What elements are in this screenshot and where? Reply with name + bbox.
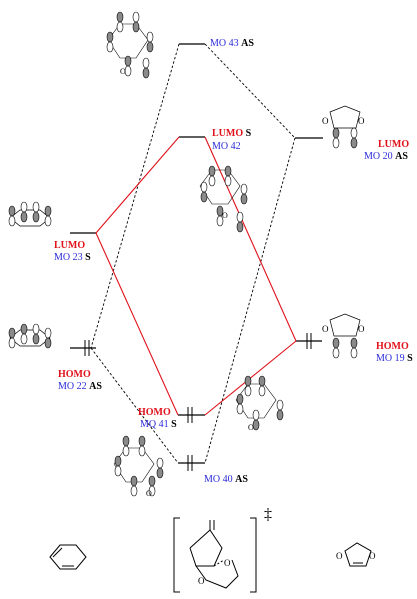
mo22-symmetry: AS xyxy=(89,381,102,392)
cyclohexadiene-homo-orbital-icon xyxy=(8,323,52,349)
svg-text:O: O xyxy=(336,551,343,561)
cyclohexadiene-lumo-orbital-icon xyxy=(8,201,52,227)
ts-mo43-orbital-icon: O xyxy=(106,11,154,79)
svg-text:O: O xyxy=(146,489,152,498)
mo22-number: MO 22 xyxy=(58,381,87,392)
dotted-correlations xyxy=(90,43,296,464)
label-mo43: MO 43 AS xyxy=(210,38,254,49)
mo40-symmetry: AS xyxy=(235,474,248,485)
mo43-number: MO 43 xyxy=(210,38,239,49)
transition-state-structure: O O xyxy=(173,517,257,593)
label-lumo23-tag: LUMO xyxy=(54,240,85,251)
svg-text:O: O xyxy=(369,551,376,561)
lumo42-tag: LUMO xyxy=(212,128,244,139)
homo41-tag: HOMO xyxy=(138,407,171,418)
svg-text:O: O xyxy=(358,116,365,126)
lumo20-tag: LUMO xyxy=(378,139,410,150)
red-correlations xyxy=(95,136,297,416)
electron-pairs xyxy=(84,333,312,471)
mo19-symmetry: S xyxy=(407,353,413,364)
transition-state-dagger: ‡ xyxy=(264,506,272,523)
label-homo22-tag: HOMO xyxy=(58,369,91,380)
dioxole-lumo-orbital-icon: O O xyxy=(322,105,365,149)
svg-text:O: O xyxy=(198,576,205,586)
label-mo41: MQ 41 S xyxy=(140,419,177,430)
svg-text:O: O xyxy=(120,67,126,76)
label-lumo42: LUMO S xyxy=(212,128,251,139)
label-mo23: MO 23 S xyxy=(54,252,91,263)
svg-text:O: O xyxy=(322,116,329,126)
label-homo19-tag: HOMO xyxy=(376,341,409,352)
svg-text:O: O xyxy=(248,423,254,432)
dioxole-structure: O O xyxy=(336,542,376,567)
ts-mo41-orbital-icon: O xyxy=(235,375,284,432)
mo19-number: MO 19 xyxy=(376,353,405,364)
label-mo42: MO 42 xyxy=(212,141,241,152)
homo22-tag: HOMO xyxy=(58,369,91,380)
energy-levels xyxy=(70,43,323,464)
label-homo41-tag: HOMO xyxy=(138,407,171,418)
ts-mo42-orbital-icon: O xyxy=(199,165,248,233)
mo42-number: MO 42 xyxy=(212,141,241,152)
label-mo19: MO 19 S xyxy=(376,353,413,364)
mo20-number: MO 20 xyxy=(364,151,393,162)
svg-text:O: O xyxy=(224,558,231,568)
mo23-symmetry: S xyxy=(85,252,91,263)
ts-mo40-orbital-icon: O xyxy=(113,435,164,498)
label-mo22: MO 22 AS xyxy=(58,381,102,392)
mo23-number: MO 23 xyxy=(54,252,83,263)
svg-text:O: O xyxy=(358,324,365,334)
mo41-symmetry: S xyxy=(171,419,177,430)
cyclohexadiene-structure xyxy=(49,544,87,570)
label-lumo20-tag: LUMO xyxy=(378,139,409,150)
dioxole-homo-orbital-icon: O O xyxy=(322,313,365,359)
lumo42-symmetry: S xyxy=(245,128,252,139)
mo43-symmetry: AS xyxy=(241,38,254,49)
mo41-number: MQ 41 xyxy=(140,419,169,430)
mo40-number: MO 40 xyxy=(204,474,233,485)
svg-text:O: O xyxy=(222,211,228,220)
lumo23-tag: LUMO xyxy=(54,240,86,251)
svg-text:O: O xyxy=(322,324,329,334)
mo20-symmetry: AS xyxy=(395,151,408,162)
label-mo40: MO 40 AS xyxy=(204,474,248,485)
label-mo20: MO 20 AS xyxy=(364,151,408,162)
homo19-tag: HOMO xyxy=(376,341,409,352)
